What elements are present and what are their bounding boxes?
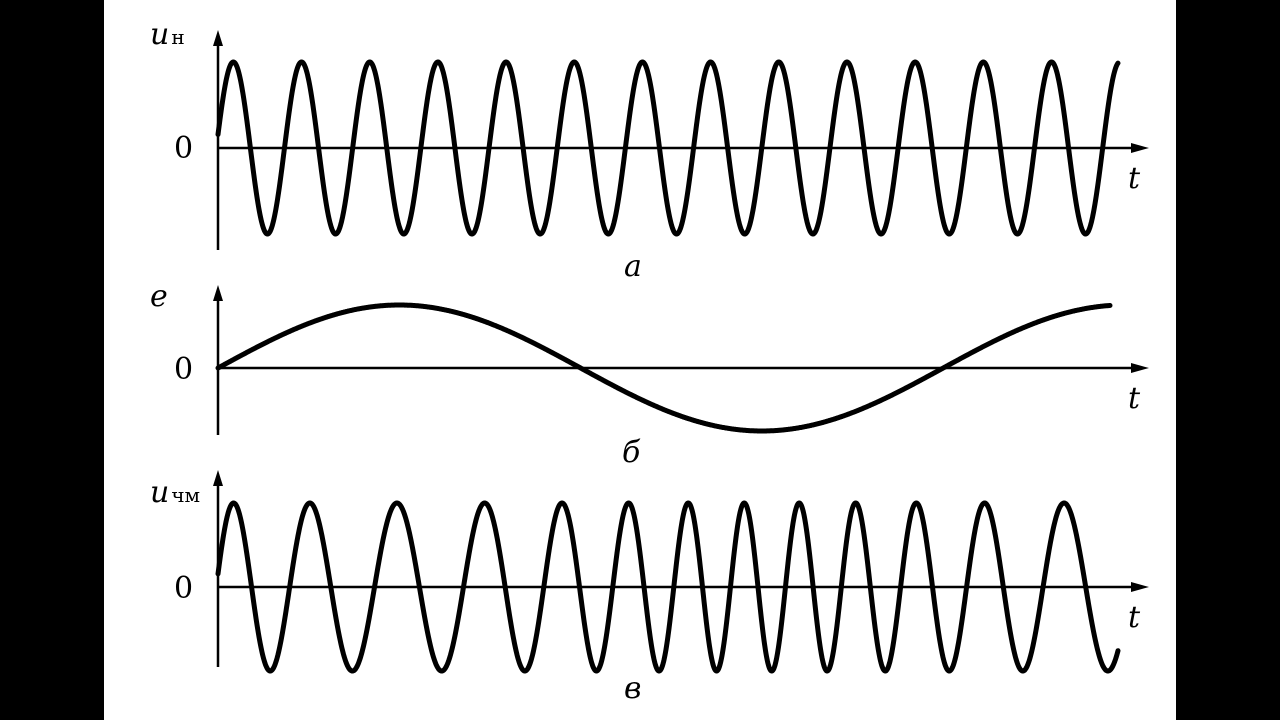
- waveform-b: [215, 302, 1113, 434]
- y-axis-label-main-b: e: [150, 279, 168, 314]
- waveform-a: [215, 59, 1121, 237]
- x-axis-label-c: t: [1128, 600, 1141, 635]
- caption-c: в: [624, 671, 641, 706]
- x-axis-label-b: t: [1128, 381, 1141, 416]
- x-axis-label-a: t: [1128, 161, 1141, 196]
- caption-b: б: [622, 435, 641, 470]
- y-axis-arrow-b: [213, 285, 223, 301]
- zero-label-c: 0: [174, 571, 193, 606]
- x-axis-arrow-c: [1131, 582, 1149, 592]
- zero-label-b: 0: [174, 352, 193, 387]
- y-axis-label-sub-a: н: [171, 25, 184, 49]
- y-axis-label-main-a: u: [150, 17, 169, 52]
- x-axis-arrow-a: [1131, 143, 1149, 153]
- caption-a: а: [624, 249, 642, 284]
- y-axis-arrow-a: [213, 30, 223, 46]
- y-axis-label-main-c: u: [150, 475, 169, 510]
- y-axis-label-b: e: [150, 279, 168, 314]
- y-axis-label-sub-c: чм: [171, 483, 200, 507]
- y-axis-arrow-c: [213, 470, 223, 486]
- zero-label-a: 0: [174, 131, 193, 166]
- waveform-c: [215, 500, 1121, 674]
- x-axis-arrow-b: [1131, 363, 1149, 373]
